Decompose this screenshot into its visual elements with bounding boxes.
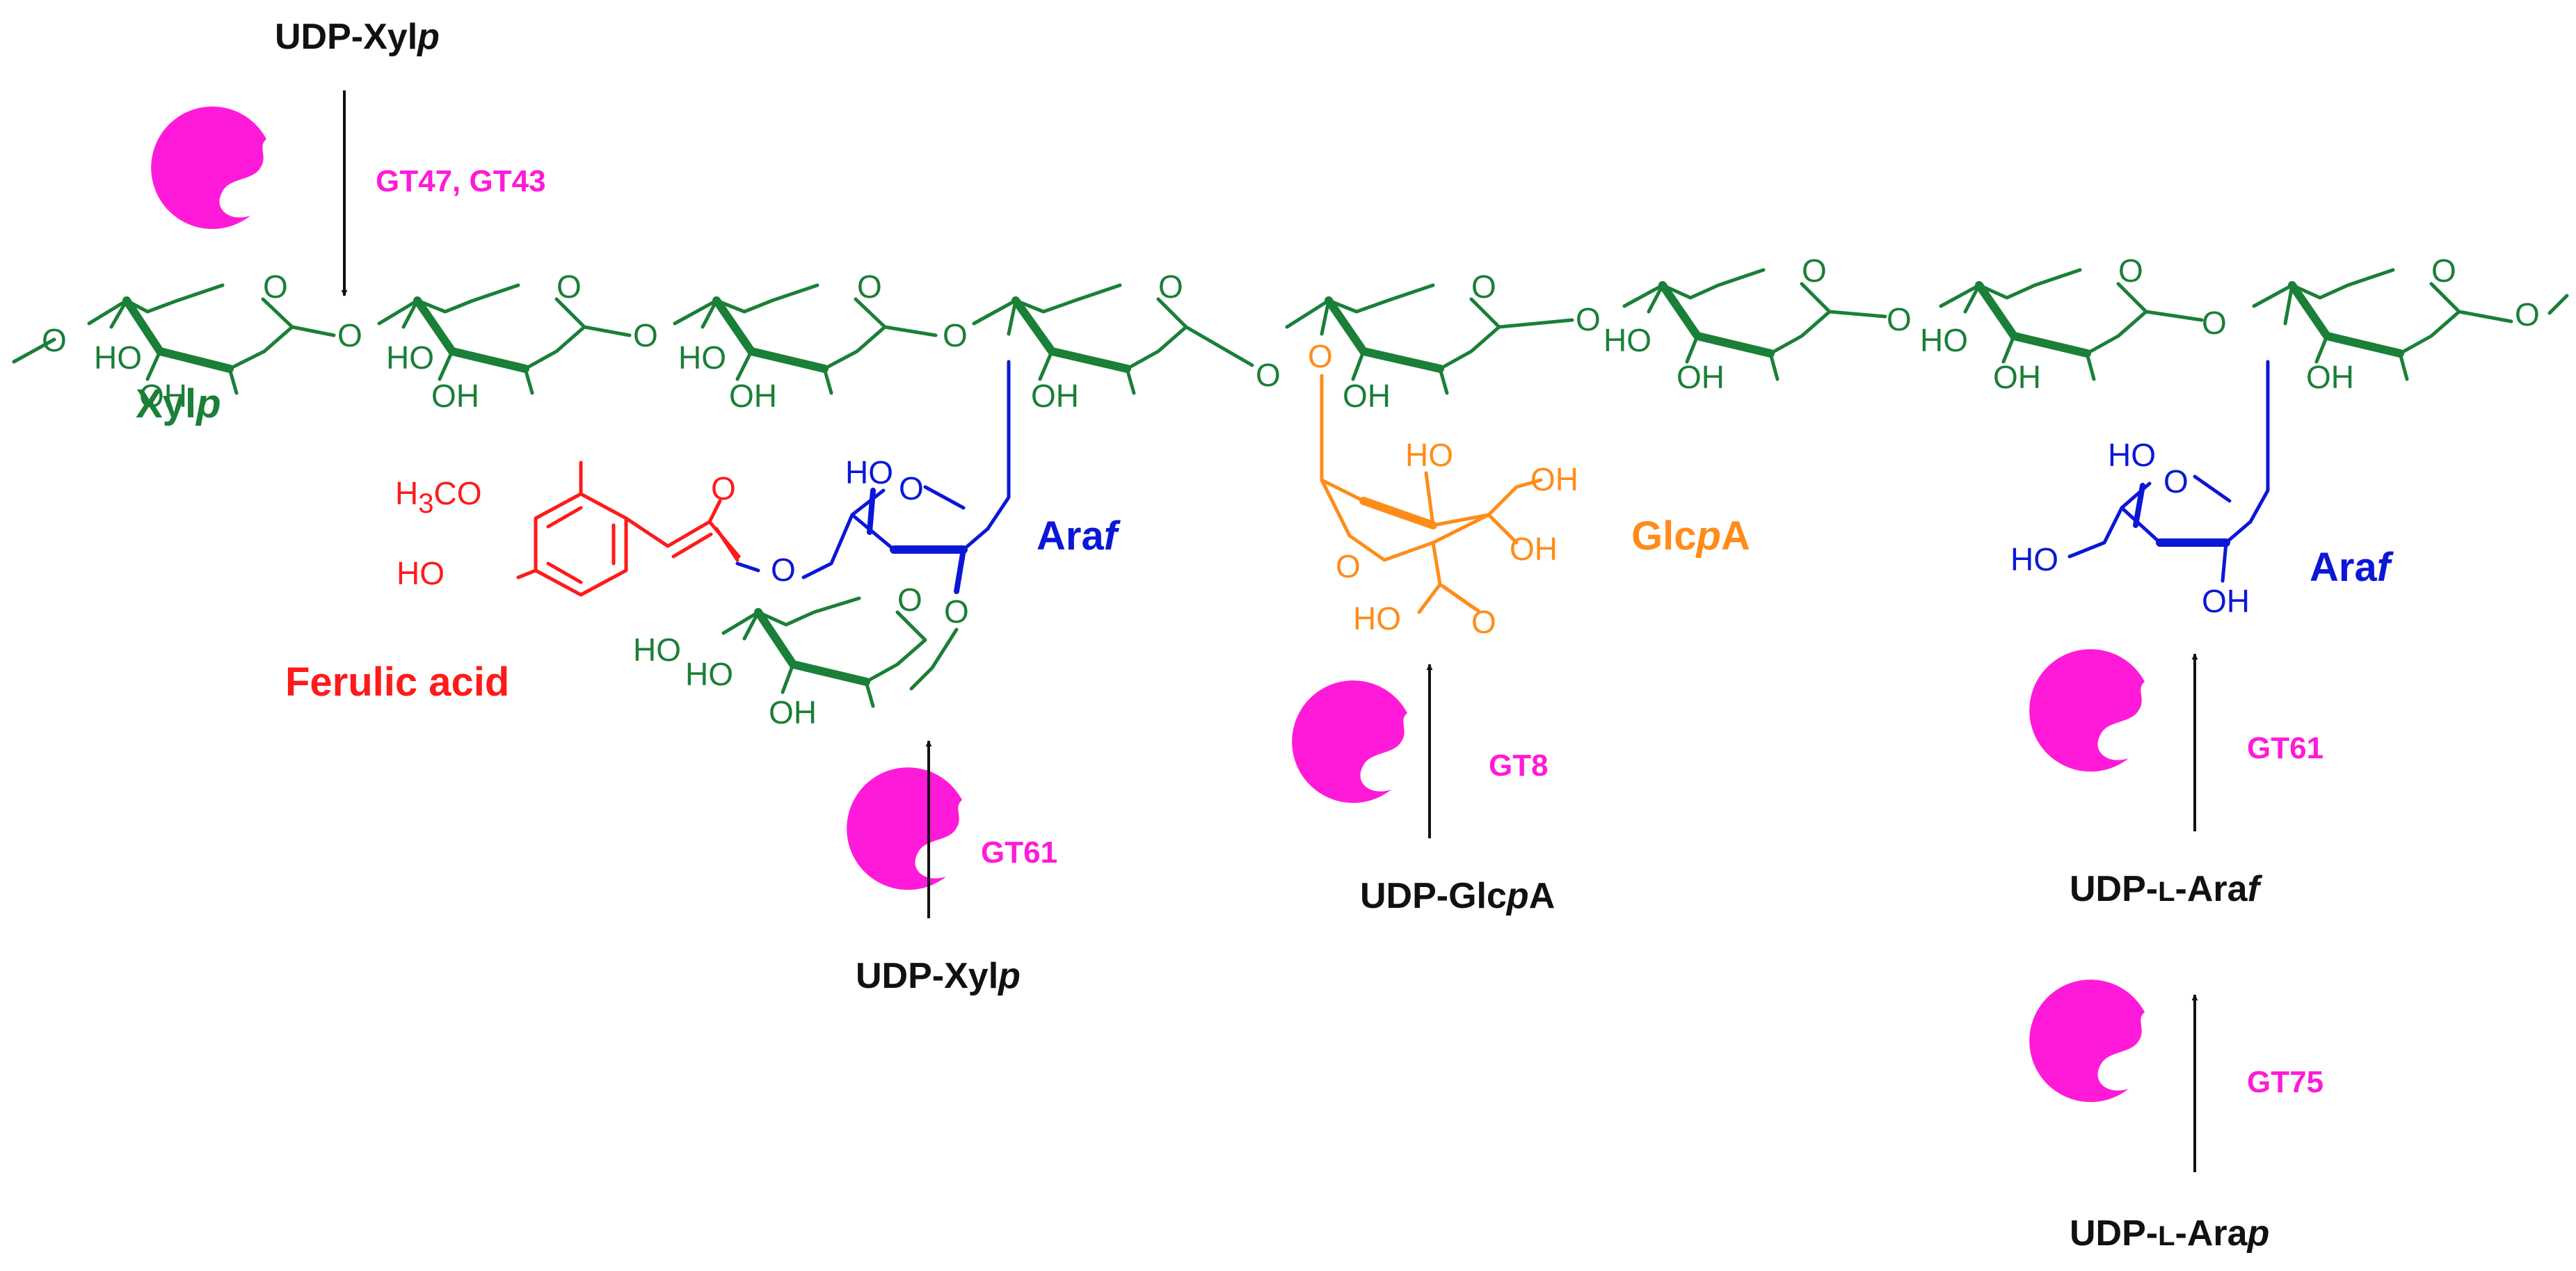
enzyme-label-gt61-xyl: GT61 — [981, 836, 1057, 870]
reaction-arrows — [341, 90, 2198, 1172]
atom-o: O — [337, 317, 362, 353]
atom-o: O — [2202, 305, 2227, 341]
atom-oh: OH — [139, 378, 187, 414]
ring-o: O — [2163, 463, 2189, 499]
xylose-branch — [721, 596, 959, 708]
ring-o: O — [1802, 253, 1827, 289]
pacman-enzyme-icon — [2029, 649, 2145, 772]
atom-oh: OH — [2306, 359, 2354, 395]
arabinofuranose-left-atoms: HO O O — [771, 454, 924, 588]
ferulic-acid — [516, 461, 741, 597]
atom-ho: HO — [1603, 322, 1651, 358]
xylose-branch-atoms: O O HO HO OH — [633, 582, 969, 730]
glucuronic-acid — [1320, 374, 1543, 614]
atom-oh: OH — [2202, 583, 2250, 619]
enzyme-icons — [151, 106, 2145, 1103]
atom-o: O — [42, 322, 67, 358]
atom-o: O — [1471, 604, 1496, 640]
ring-o: O — [857, 269, 882, 305]
donor-udp-l-arap: UDP-L-Arap — [2070, 1213, 2269, 1254]
atom-ho: HO — [94, 339, 142, 376]
arabinofuranose-right — [2067, 360, 2270, 583]
atom-o: O — [771, 552, 796, 588]
ring-o: O — [1158, 269, 1183, 305]
glucuronic-acid-atoms: O HO OH OH O HO O — [1308, 338, 1578, 640]
atom-ho: HO — [1405, 437, 1453, 473]
pacman-enzyme-icon — [2029, 980, 2145, 1103]
label-ferulic-acid: Ferulic acid — [285, 660, 509, 705]
arabinofuranose-right-atoms: HO O HO OH — [2010, 437, 2250, 619]
ring-o: O — [263, 269, 288, 305]
atom-o: O — [633, 317, 658, 353]
atom-o: O — [2515, 296, 2540, 333]
enzyme-label-gt8: GT8 — [1489, 749, 1549, 783]
atom-ho: HO — [1353, 600, 1401, 637]
label-xylp: Xylp — [136, 381, 221, 426]
atom-oh: OH — [1031, 378, 1079, 414]
pacman-enzyme-icon — [151, 106, 266, 230]
atom-oh: OH — [1343, 378, 1391, 414]
atom-ho: HO — [678, 339, 726, 376]
enzyme-label-gt47-gt43: GT47, GT43 — [376, 164, 546, 198]
xylan-backbone — [12, 268, 2569, 395]
atom-oh: OH — [1510, 531, 1558, 567]
ring-o: O — [2431, 253, 2456, 289]
atom-oh: OH — [1993, 359, 2041, 395]
ring-o: O — [899, 470, 924, 506]
atom-ho: HO — [386, 339, 434, 376]
donor-udp-xylp-branch: UDP-Xylp — [856, 956, 1021, 996]
ring-o: O — [1471, 269, 1496, 305]
donor-udp-xylp-top: UDP-Xylp — [275, 17, 440, 57]
enzyme-label-gt75: GT75 — [2247, 1065, 2323, 1099]
ring-o: O — [1336, 548, 1361, 584]
atom-o: O — [943, 317, 968, 353]
atom-oh: OH — [769, 694, 817, 730]
atom-o: O — [944, 593, 969, 630]
backbone-atom-labels: O O HO OH O O HO OH O O HO OH O O OH O O… — [42, 253, 2540, 414]
atom-oh: OH — [729, 378, 777, 414]
enzyme-label-gt61-araf: GT61 — [2247, 731, 2323, 765]
atom-oh: OH — [431, 378, 479, 414]
label-glcpa: GlcpA — [1631, 513, 1750, 559]
atom-ho: HO — [397, 555, 445, 591]
atom-o: O — [1887, 301, 1912, 337]
atom-ho: HO — [1920, 322, 1968, 358]
ring-o: O — [557, 269, 582, 305]
ring-o: O — [897, 582, 922, 618]
atom-oh: OH — [1530, 461, 1578, 497]
atom-o: O — [711, 470, 736, 506]
label-araf-left: Araf — [1037, 513, 1121, 559]
donor-udp-l-araf: UDP-L-Araf — [2070, 869, 2263, 909]
label-araf-right: Araf — [2310, 545, 2394, 590]
pacman-enzyme-icon — [847, 767, 962, 890]
atom-ho: HO — [2010, 541, 2058, 577]
atom-ho: HO — [685, 656, 733, 692]
pacman-enzyme-icon — [1292, 680, 1407, 804]
atom-o: O — [1576, 301, 1601, 337]
atom-ho: HO — [633, 632, 681, 668]
ring-o: O — [2118, 253, 2143, 289]
donor-udp-glcpa: UDP-GlcpA — [1360, 876, 1555, 916]
atom-o: O — [1308, 338, 1333, 374]
atom-ho: HO — [845, 454, 893, 490]
ferulic-acid-atoms: H3CO HO O — [395, 470, 736, 591]
methoxy-label: H3CO — [395, 475, 481, 519]
atom-o: O — [1256, 357, 1281, 393]
atom-oh: OH — [1677, 359, 1725, 395]
atom-ho: HO — [2108, 437, 2156, 473]
arabinofuranose-left — [735, 360, 1011, 594]
